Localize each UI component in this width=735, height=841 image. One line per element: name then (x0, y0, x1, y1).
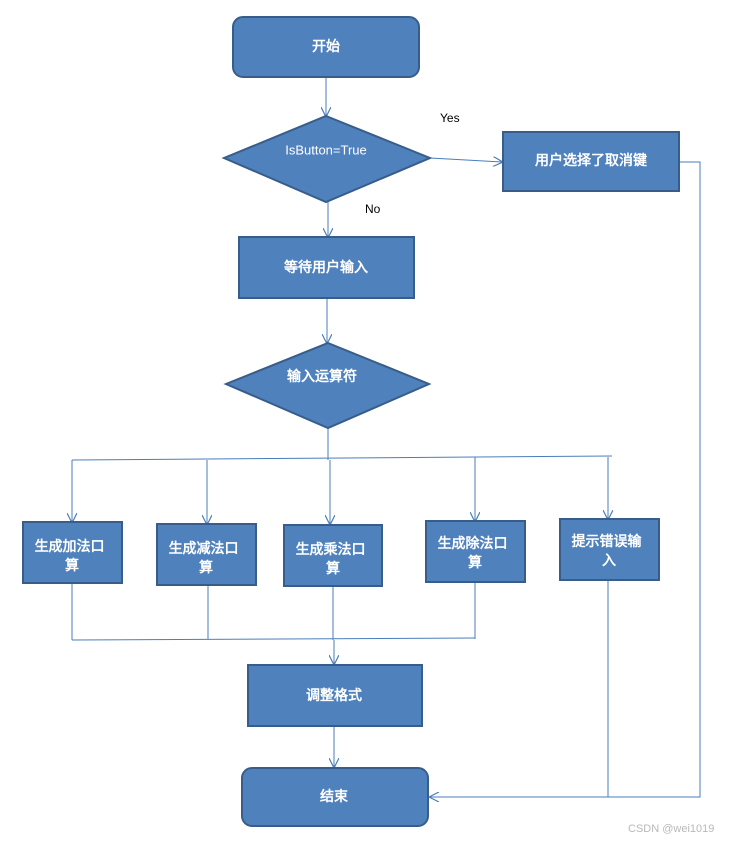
decision-button-node: IsButton=True (221, 114, 433, 204)
yes-label: Yes (440, 111, 460, 125)
merge-bus-bottom (71, 637, 476, 641)
branch-bus-top (71, 455, 613, 461)
error-node: 提示错误输 入 (559, 518, 660, 581)
end-node: 结束 (241, 767, 429, 827)
multiply-node: 生成乘法口 算 (283, 524, 383, 587)
divide-label-line-2: 算 (468, 554, 482, 571)
cancel-node: 用户选择了取消键 (502, 131, 680, 192)
edge-yes-to-cancel (429, 158, 502, 162)
subtract-label-line-1: 生成减法口 (169, 540, 239, 557)
divide-label-line-1: 生成除法口 (438, 535, 508, 552)
format-node: 调整格式 (247, 664, 423, 727)
format-label: 调整格式 (306, 687, 362, 704)
multiply-label-line-2: 算 (326, 560, 340, 577)
decision-operator-label: 输入运算符 (287, 368, 357, 385)
add-node: 生成加法口 算 (22, 521, 123, 584)
add-label: 生成加法口 算 (35, 538, 110, 574)
decision-operator-node: 输入运算符 (223, 341, 432, 430)
subtract-node: 生成减法口 算 (156, 523, 257, 586)
watermark: CSDN @wei1019 (628, 823, 714, 835)
start-node: 开始 (232, 16, 420, 78)
add-label-line-1: 生成加法口 (35, 538, 105, 555)
no-label: No (365, 202, 381, 216)
subtract-label: 生成减法口 算 (169, 540, 244, 576)
cancel-label: 用户选择了取消键 (535, 152, 648, 169)
wait-input-node: 等待用户输入 (238, 236, 415, 299)
subtract-label-line-2: 算 (199, 559, 213, 576)
edge-cancel-to-end (430, 161, 701, 797)
multiply-label-line-1: 生成乘法口 (296, 541, 366, 558)
error-label-line-1: 提示错误输 (572, 533, 643, 550)
start-label: 开始 (312, 38, 340, 55)
error-label-line-2: 入 (602, 553, 616, 569)
decision-button-label: IsButton=True (285, 143, 367, 158)
end-label: 结束 (320, 788, 349, 805)
add-label-line-2: 算 (65, 557, 79, 574)
divide-node: 生成除法口 算 (425, 520, 526, 583)
multiply-label: 生成乘法口 算 (296, 541, 371, 577)
error-label: 提示错误输 入 (572, 533, 647, 569)
wait-input-label: 等待用户输入 (284, 259, 368, 276)
divide-label: 生成除法口 算 (438, 535, 513, 571)
connectors (71, 77, 701, 797)
